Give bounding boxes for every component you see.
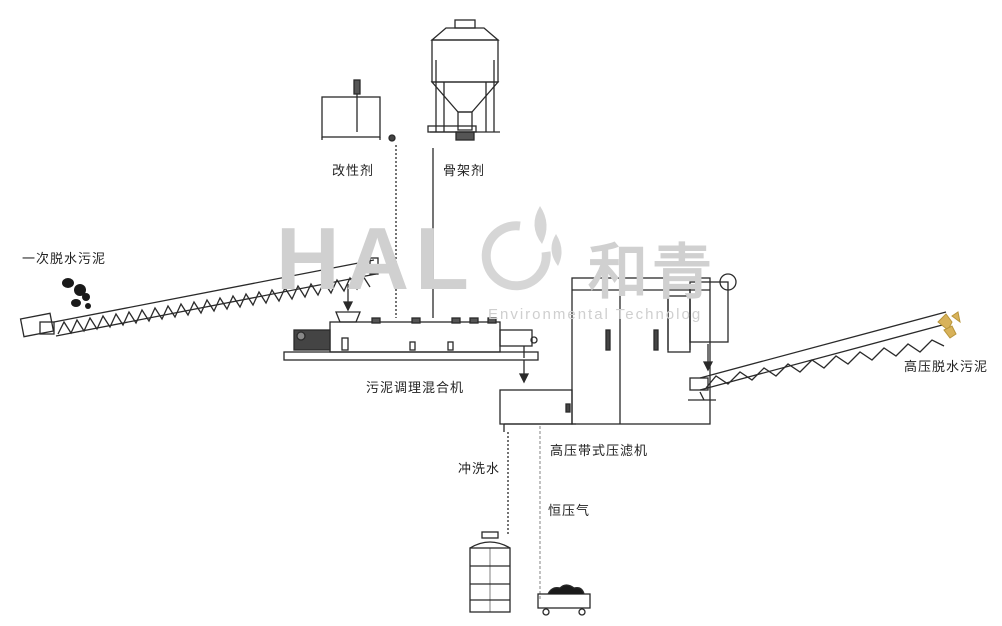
watermark-brand-latin: HAL	[276, 209, 475, 308]
label-mixer: 污泥调理混合机	[366, 381, 465, 396]
label-hp-sludge: 高压脱水污泥	[904, 360, 989, 375]
watermark-logo-icon	[481, 206, 562, 291]
watermark-brand-cn: 和青	[588, 239, 716, 306]
label-primary-sludge: 一次脱水污泥	[22, 252, 107, 267]
press-discharge-arrow	[702, 344, 714, 372]
sludge-clumps	[62, 278, 91, 309]
skeleton-silo	[427, 19, 500, 141]
label-skeleton: 骨架剂	[443, 164, 486, 179]
air-compressor	[537, 584, 591, 616]
screw-conveyor	[19, 257, 379, 338]
label-const-pressure-air: 恒压气	[548, 504, 591, 519]
conveyor-drop-arrow	[342, 284, 354, 312]
label-modifier: 改性剂	[332, 164, 375, 179]
belt-conveyor	[688, 311, 947, 401]
belt-filter-press	[499, 273, 737, 432]
mixer-machine	[283, 311, 539, 361]
mixer-discharge-arrow	[518, 360, 530, 384]
water-tank	[469, 531, 511, 613]
modifier-tank	[321, 79, 396, 142]
label-wash-water: 冲洗水	[458, 462, 501, 477]
watermark-subtitle: Environmental Technolog	[488, 306, 703, 323]
label-filter-press: 高压带式压滤机	[550, 444, 649, 459]
dewatered-sludge-pile	[937, 311, 961, 339]
